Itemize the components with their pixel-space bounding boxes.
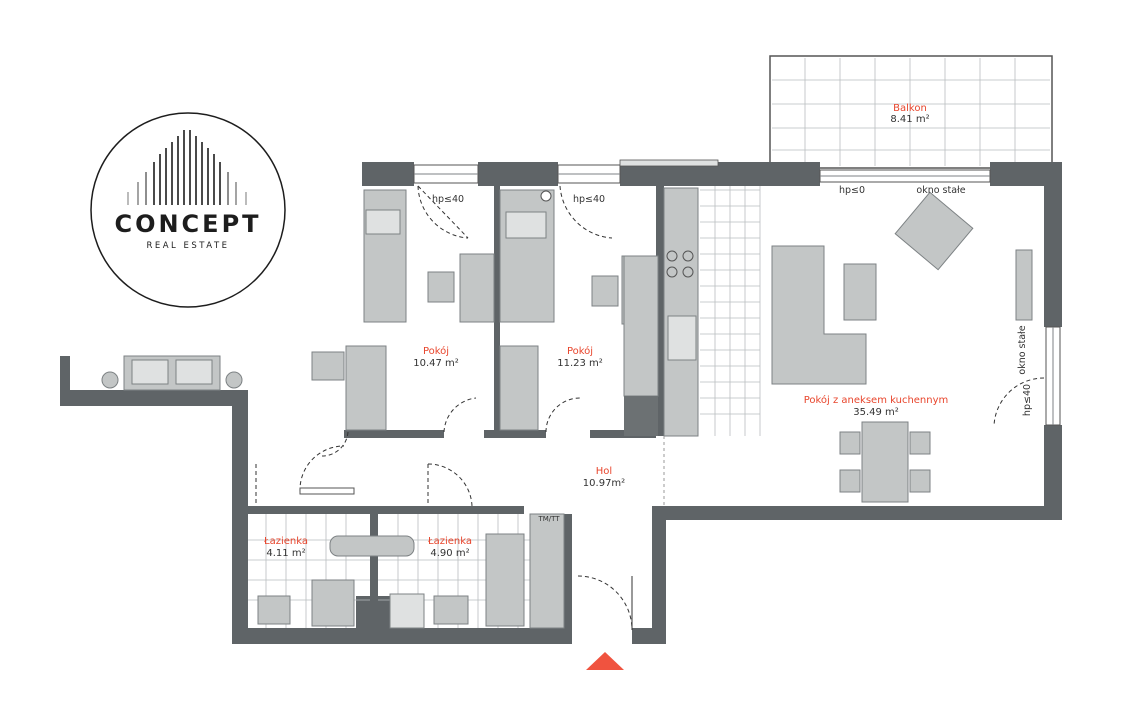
room-area-hol: 10.97m² (583, 478, 625, 489)
note-okno-stale-top: okno stałe (916, 185, 965, 196)
note-hp40-pokoj-1: hp≤40 (432, 194, 464, 205)
company-logo: CONCEPT REAL ESTATE (90, 112, 286, 308)
living-room-furniture (771, 191, 1045, 503)
bathrooms (248, 513, 633, 631)
room-name-lazienka-2: Łazienka (427, 536, 472, 547)
room-area-lazienka-2: 4.90 m² (430, 548, 469, 559)
room-area-lazienka-1: 4.11 m² (266, 548, 305, 559)
hall-furniture (101, 355, 665, 507)
room-name-pokoj-1: Pokój (423, 345, 449, 357)
note-okno-stale-side: okno stałe (1017, 325, 1028, 374)
room-name-hol: Hol (596, 466, 612, 477)
logo-title: CONCEPT (114, 210, 261, 238)
bedroom-1-furniture (311, 185, 495, 457)
note-hp0: hp≤0 (839, 185, 865, 196)
room-area-pokoj-2: 11.23 m² (557, 358, 603, 369)
kitchen (623, 186, 761, 437)
balcony-tiles (772, 58, 1050, 166)
room-area-salon: 35.49 m² (853, 407, 899, 418)
note-hp40-side: hp≤40 (1022, 384, 1033, 416)
logo-subtitle: REAL ESTATE (146, 241, 229, 251)
room-name-salon: Pokój z aneksem kuchennym (804, 394, 949, 406)
note-hp40-pokoj-2: hp≤40 (573, 194, 605, 205)
balcony-outline (769, 55, 1053, 169)
logo-circle (90, 112, 286, 308)
room-area-pokoj-1: 10.47 m² (413, 358, 459, 369)
note-tm-tt: TM/TT (537, 515, 560, 523)
building-logo-icon (127, 130, 247, 205)
room-name-pokoj-2: Pokój (567, 345, 593, 357)
room-area-balkon: 8.41 m² (890, 114, 929, 125)
entrance-arrow-icon (586, 652, 624, 670)
room-name-lazienka-1: Łazienka (263, 536, 308, 547)
windows (413, 159, 1061, 426)
room-name-balkon: Balkon (893, 103, 927, 114)
balcony (769, 55, 1053, 169)
